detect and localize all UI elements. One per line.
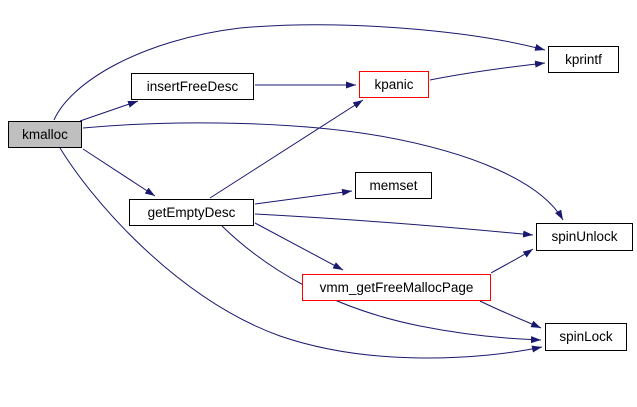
edge-vmm_getFreeMallocPage-to-spinLock bbox=[479, 300, 542, 329]
edge-kmalloc-to-getEmptyDesc bbox=[82, 148, 156, 197]
node-kprintf[interactable]: kprintf bbox=[548, 46, 619, 73]
edge-getEmptyDesc-to-kpanic bbox=[209, 99, 364, 199]
edge-getEmptyDesc-to-memset bbox=[254, 188, 353, 205]
node-spinLock[interactable]: spinLock bbox=[545, 323, 627, 351]
node-memset[interactable]: memset bbox=[355, 172, 432, 199]
edge-kpanic-to-kprintf bbox=[429, 60, 546, 81]
node-kmalloc: kmalloc bbox=[8, 121, 82, 148]
edge-kmalloc-to-spinLock bbox=[59, 147, 543, 359]
node-insertFreeDesc[interactable]: insertFreeDesc bbox=[131, 73, 254, 100]
edge-vmm_getFreeMallocPage-to-spinUnlock bbox=[490, 248, 534, 274]
edge-getEmptyDesc-to-spinUnlock bbox=[254, 213, 534, 238]
edge-kmalloc-to-spinUnlock bbox=[82, 122, 564, 221]
node-vmm_getFreeMallocPage[interactable]: vmm_getFreeMallocPage bbox=[302, 274, 491, 301]
edge-getEmptyDesc-to-spinLock bbox=[221, 225, 542, 344]
edge-kmalloc-to-kprintf bbox=[53, 24, 546, 121]
node-kpanic[interactable]: kpanic bbox=[359, 71, 429, 98]
edge-getEmptyDesc-to-vmm_getFreeMallocPage bbox=[254, 222, 344, 271]
edge-kmalloc-to-insertFreeDesc bbox=[79, 100, 139, 122]
node-spinUnlock[interactable]: spinUnlock bbox=[536, 223, 633, 251]
node-getEmptyDesc[interactable]: getEmptyDesc bbox=[129, 199, 254, 226]
